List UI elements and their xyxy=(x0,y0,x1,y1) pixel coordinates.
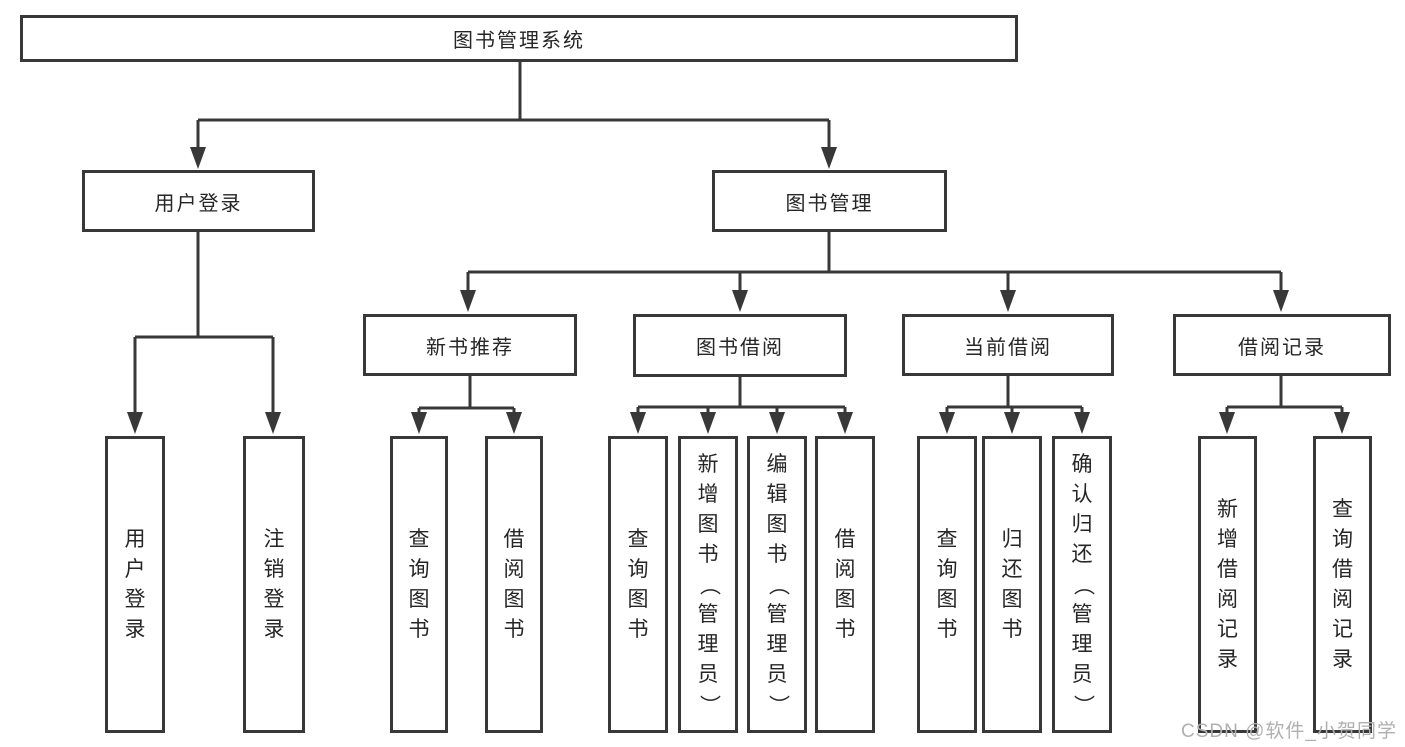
node-label: 注销登录 xyxy=(263,527,285,641)
node-label: 借阅记录 xyxy=(1238,336,1326,359)
arrowhead xyxy=(630,412,646,434)
arrowhead xyxy=(506,412,522,434)
leaf-query-books-borrowing: 查询图书 xyxy=(608,436,668,733)
node-label: 查询图书 xyxy=(936,527,958,641)
arrowhead xyxy=(700,412,716,434)
node-label: 确认归还（管理员） xyxy=(1071,452,1094,716)
leaf-user-login: 用户登录 xyxy=(105,436,165,733)
connector-current-to-leaves xyxy=(945,376,1084,415)
node-label: 图书借阅 xyxy=(696,337,784,359)
leaf-logout: 注销登录 xyxy=(243,436,305,733)
arrowhead xyxy=(1334,412,1350,434)
node-user-login: 用户登录 xyxy=(82,170,315,232)
leaf-query-borrow-record: 查询借阅记录 xyxy=(1313,436,1372,733)
node-label: 当前借阅 xyxy=(964,336,1052,359)
arrowhead xyxy=(732,290,748,312)
node-label: 归还图书 xyxy=(1001,527,1023,641)
arrowhead xyxy=(1273,290,1289,312)
arrowhead xyxy=(939,412,955,434)
leaf-confirm-return-admin: 确认归还（管理员） xyxy=(1052,436,1112,733)
node-label: 编辑图书（管理员） xyxy=(766,452,789,716)
node-label: 用户登录 xyxy=(154,192,243,215)
leaf-add-borrow-record: 新增借阅记录 xyxy=(1198,436,1257,733)
node-new-book-recommendation: 新书推荐 xyxy=(363,314,577,376)
node-library-management-system: 图书管理系统 xyxy=(20,15,1018,62)
node-label: 图书管理系统 xyxy=(453,30,585,52)
connector-newrec-to-leaves xyxy=(417,376,516,415)
connector-book-mgmt-to-level3 xyxy=(466,232,1283,293)
node-label: 新书推荐 xyxy=(426,336,514,359)
node-current-borrowing: 当前借阅 xyxy=(902,314,1114,376)
node-label: 查询图书 xyxy=(408,527,430,641)
arrowhead xyxy=(821,147,837,169)
connector-borrowing-to-leaves xyxy=(636,377,847,415)
arrowhead xyxy=(265,412,281,434)
leaf-add-book-admin: 新增图书（管理员） xyxy=(678,436,738,733)
arrowhead xyxy=(190,147,206,169)
node-label: 借阅图书 xyxy=(834,527,856,641)
node-label: 新增借阅记录 xyxy=(1217,497,1238,671)
arrowhead xyxy=(1074,412,1090,434)
arrowhead xyxy=(1004,412,1020,434)
arrowhead xyxy=(460,290,476,312)
leaf-return-books: 归还图书 xyxy=(982,436,1042,733)
arrowhead xyxy=(837,412,853,434)
leaf-query-books-current: 查询图书 xyxy=(917,436,977,733)
connector-user-login-to-leaves xyxy=(133,232,275,415)
connector-records-to-leaves xyxy=(1225,376,1344,415)
arrowhead xyxy=(127,412,143,434)
node-label: 图书管理 xyxy=(785,192,874,215)
leaf-borrow-books-borrowing: 借阅图书 xyxy=(815,436,875,733)
node-label: 查询图书 xyxy=(627,527,649,641)
connector-root-to-level2 xyxy=(196,62,831,150)
arrowhead xyxy=(769,412,785,434)
leaf-borrow-books-newrec: 借阅图书 xyxy=(485,436,543,733)
watermark: CSDN @软件_小贺同学 xyxy=(1181,721,1397,742)
node-book-management: 图书管理 xyxy=(712,170,947,232)
node-label: 用户登录 xyxy=(124,527,146,641)
node-book-borrowing: 图书借阅 xyxy=(633,314,847,377)
node-label: 新增图书（管理员） xyxy=(697,452,720,716)
node-label: 查询借阅记录 xyxy=(1332,497,1353,671)
node-borrowing-records: 借阅记录 xyxy=(1173,314,1391,376)
leaf-query-books-newrec: 查询图书 xyxy=(390,436,448,733)
arrowhead xyxy=(1000,290,1016,312)
node-label: 借阅图书 xyxy=(503,527,525,641)
leaf-edit-book-admin: 编辑图书（管理员） xyxy=(747,436,807,733)
arrowhead xyxy=(1219,412,1235,434)
arrowhead xyxy=(411,412,427,434)
